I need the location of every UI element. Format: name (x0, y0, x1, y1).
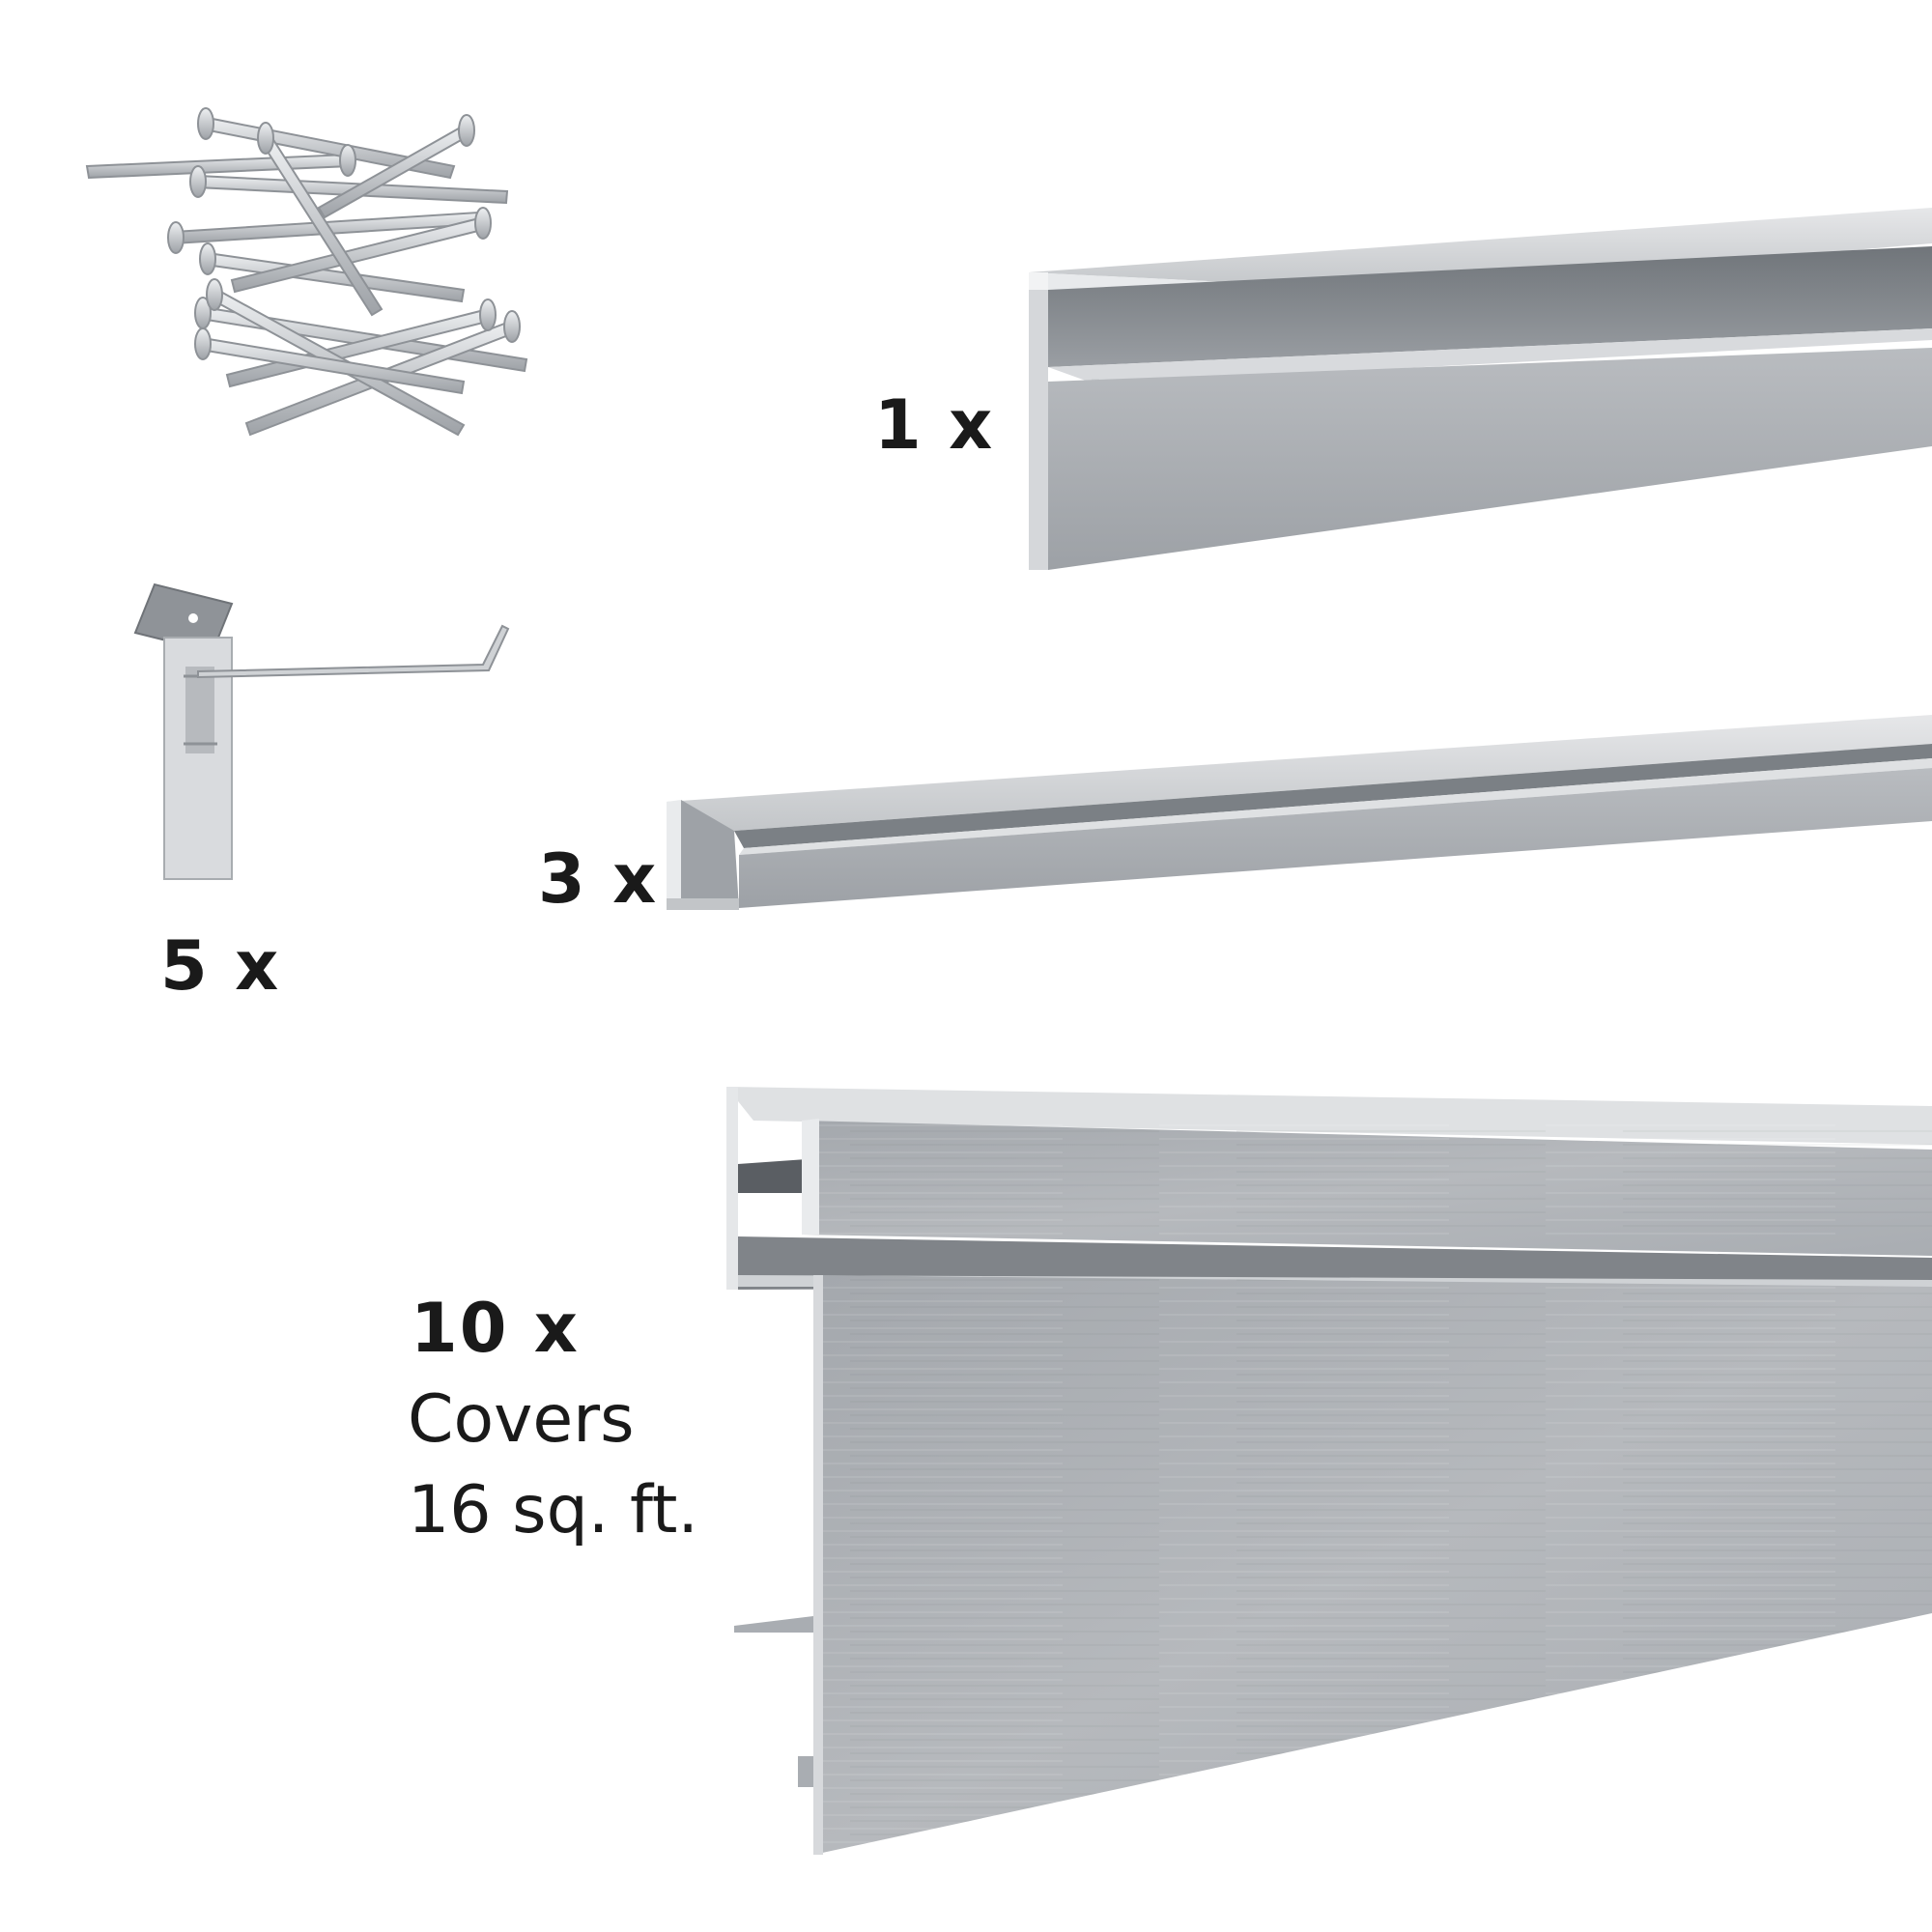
panel-coverage-line2: 16 sq. ft. (408, 1472, 698, 1548)
slatwall-panel-quantity: 10 x (411, 1289, 580, 1368)
hook-quantity: 5 x (160, 926, 281, 1006)
hook-icon (133, 582, 510, 880)
top-trim-quantity: 1 x (874, 385, 995, 465)
slatwall-panel-icon (726, 1087, 1932, 1855)
edge-trim-icon (667, 715, 1932, 910)
top-trim-icon (1029, 208, 1932, 570)
screws-icon (85, 107, 528, 437)
panel-coverage-line1: Covers (408, 1381, 635, 1458)
edge-trim-quantity: 3 x (538, 839, 659, 919)
